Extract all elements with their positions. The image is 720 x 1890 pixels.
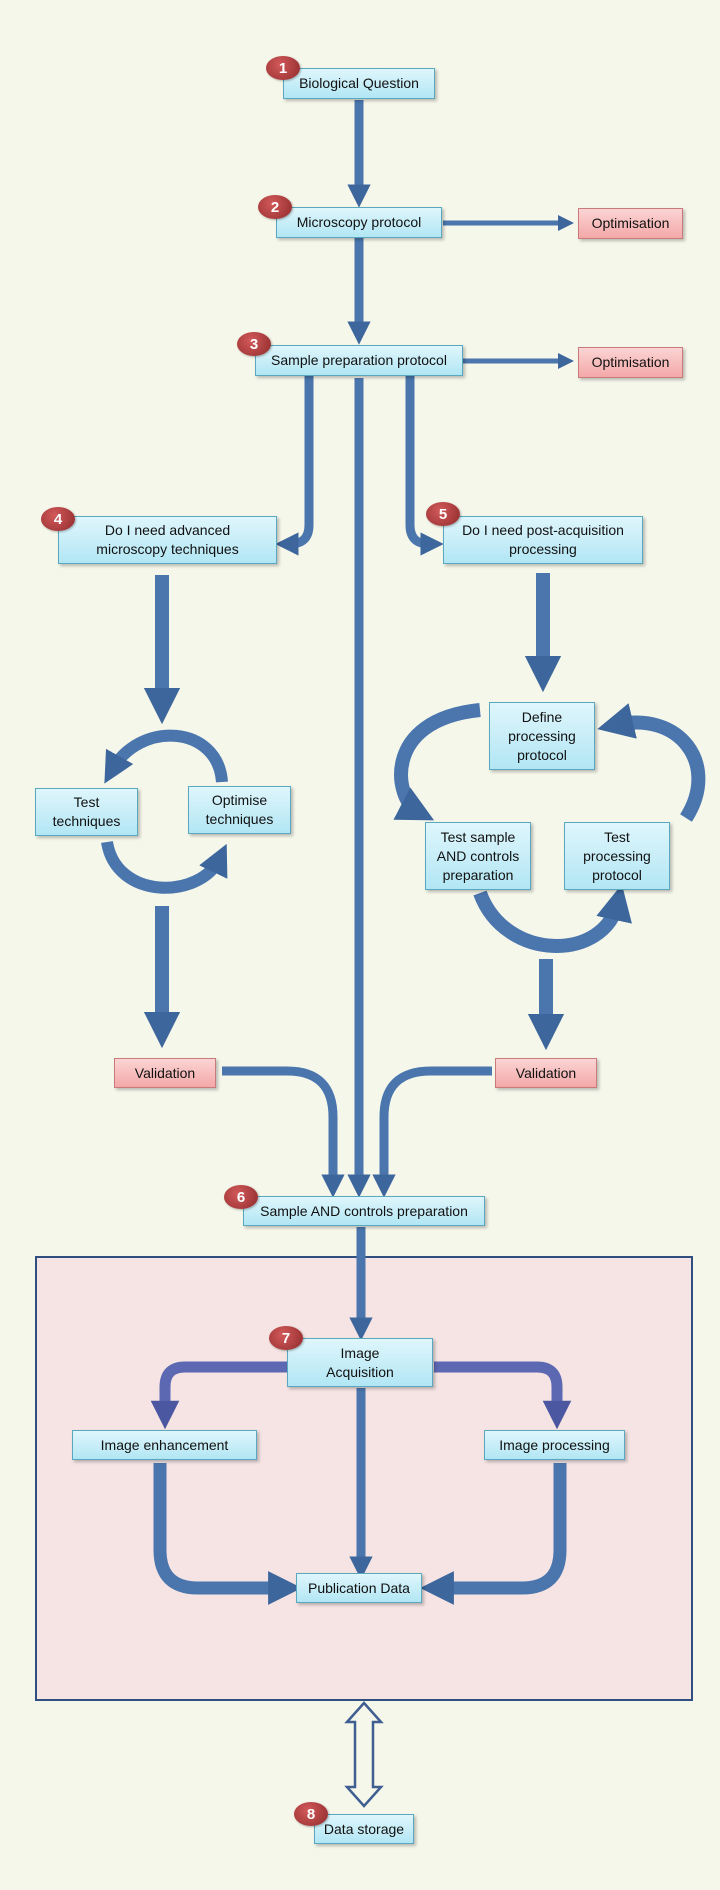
node-advanced-microscopy: Do I need advanced microscopy techniques bbox=[58, 516, 277, 564]
arrow-acquisition-to-enhancement bbox=[150, 1361, 287, 1430]
arrow-validation-right-to-controls bbox=[372, 1066, 492, 1198]
cycle-arrow-bottom-right bbox=[473, 884, 632, 953]
node-data-storage: Data storage bbox=[314, 1814, 414, 1844]
arrow-acquisition-to-processing bbox=[434, 1361, 572, 1430]
arrow-to-advanced bbox=[275, 376, 314, 556]
node-sample-prep-protocol: Sample preparation protocol bbox=[255, 345, 463, 376]
cycle-arrow-outer-right bbox=[597, 703, 706, 822]
node-microscopy-protocol: Microscopy protocol bbox=[276, 207, 442, 238]
step-badge-5: 5 bbox=[426, 502, 460, 526]
node-image-processing: Image processing bbox=[484, 1430, 625, 1460]
step-badge-1: 1 bbox=[266, 56, 300, 80]
node-publication-data: Publication Data bbox=[296, 1573, 422, 1603]
storage-double-arrow bbox=[344, 1701, 384, 1808]
step-badge-3: 3 bbox=[237, 332, 271, 356]
step-badge-7: 7 bbox=[269, 1326, 303, 1350]
node-biological-question: Biological Question bbox=[283, 68, 435, 99]
node-image-acquisition: Image Acquisition bbox=[287, 1338, 433, 1387]
step-badge-8: 8 bbox=[294, 1802, 328, 1826]
node-optimisation-1: Optimisation bbox=[578, 208, 683, 239]
cycle-arrow-top-left bbox=[104, 729, 228, 784]
node-test-processing: Test processing protocol bbox=[564, 822, 670, 890]
node-post-acquisition: Do I need post-acquisition processing bbox=[443, 516, 643, 564]
node-validation-right: Validation bbox=[495, 1058, 597, 1088]
arrow-enhancement-to-publication bbox=[153, 1463, 302, 1605]
arrow-to-postacq bbox=[405, 376, 444, 556]
arrow-validation-left-to-controls bbox=[222, 1066, 345, 1198]
arrow-processing-to-publication bbox=[420, 1463, 567, 1605]
cycle-arrow-bottom-left bbox=[101, 840, 228, 894]
node-define-processing: Define processing protocol bbox=[489, 702, 595, 770]
node-validation-left: Validation bbox=[114, 1058, 216, 1088]
node-image-enhancement: Image enhancement bbox=[72, 1430, 257, 1460]
node-sample-controls-prep: Sample AND controls preparation bbox=[243, 1196, 485, 1226]
node-optimisation-2: Optimisation bbox=[578, 347, 683, 378]
step-badge-6: 6 bbox=[224, 1185, 258, 1209]
cycle-arrow-outer-left bbox=[393, 703, 481, 821]
node-test-techniques: Test techniques bbox=[35, 788, 138, 836]
node-optimise-techniques: Optimise techniques bbox=[188, 786, 291, 834]
node-test-sample-controls: Test sample AND controls preparation bbox=[425, 822, 531, 890]
step-badge-2: 2 bbox=[258, 195, 292, 219]
step-badge-4: 4 bbox=[41, 507, 75, 531]
